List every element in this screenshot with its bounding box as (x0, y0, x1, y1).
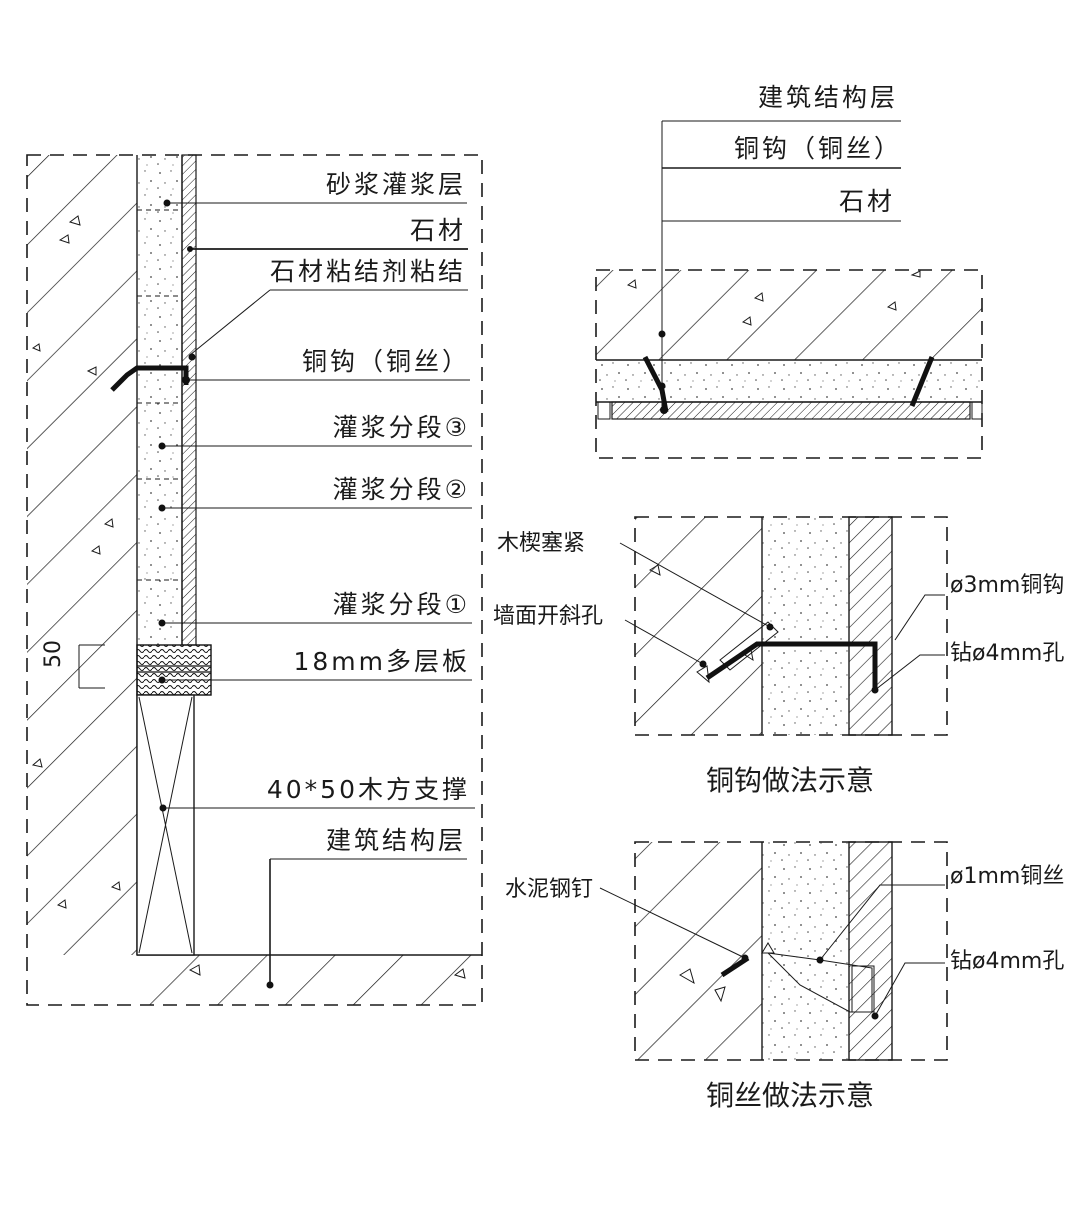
wire-grout (762, 842, 849, 1060)
copper-hook-section (110, 365, 189, 392)
section-leaders (160, 202, 475, 985)
plan-structure (596, 270, 982, 360)
hook-grout (762, 517, 849, 735)
hook-stone (848, 516, 893, 736)
structural-wall (27, 155, 137, 955)
hook-wall (635, 517, 762, 735)
label-grout-segment-3: 灌浆分段③ (333, 413, 470, 442)
hook-detail: 木楔塞紧 墙面开斜孔 ø3mm铜钩 钻ø4mm孔 铜钩做法示意 (493, 516, 1064, 797)
wire-stone (848, 841, 893, 1061)
plan-label-stone: 石材 (839, 187, 895, 216)
wire-detail-caption: 铜丝做法示意 (706, 1079, 874, 1112)
label-plywood: 18mm多层板 (293, 647, 470, 676)
floor-slab (137, 955, 482, 1005)
section-leader-dots (158, 199, 274, 989)
hook-detail-caption: 铜钩做法示意 (706, 764, 874, 797)
wire-detail: 水泥钢钉 ø1mm铜丝 钻ø4mm孔 铜丝做法示意 (505, 841, 1064, 1112)
label-drill-4mm-hole: 钻ø4mm孔 (950, 641, 1064, 666)
label-drill-4mm-hole-2: 钻ø4mm孔 (950, 949, 1064, 974)
label-wood-wedge: 木楔塞紧 (497, 531, 585, 556)
label-copper-hook: 铜钩（铜丝） (302, 347, 470, 376)
plan-label-structure: 建筑结构层 (758, 83, 898, 112)
label-stone-adhesive: 石材粘结剂粘结 (270, 257, 466, 286)
aggregate-marks (31, 215, 466, 979)
copper-hook (705, 641, 878, 690)
plan-stone (611, 401, 971, 420)
label-cement-nail: 水泥钢钉 (505, 877, 593, 902)
label-slanted-hole: 墙面开斜孔 (493, 604, 603, 629)
label-grout-segment-1: 灌浆分段① (333, 590, 470, 619)
label-3mm-copper-hook: ø3mm铜钩 (950, 573, 1064, 598)
label-grout-segment-2: 灌浆分段② (333, 475, 470, 504)
label-stone: 石材 (410, 216, 466, 245)
dimension-value: 50 (41, 640, 66, 668)
label-1mm-copper-wire: ø1mm铜丝 (950, 864, 1064, 889)
stone-panel (181, 154, 197, 646)
dimension-50: 50 (41, 640, 105, 689)
label-structure-layer: 建筑结构层 (326, 826, 466, 855)
wall-section: 50 砂浆灌浆层 石材 (26, 154, 483, 1006)
plan-section: 建筑结构层 铜钩（铜丝） 石材 (595, 83, 983, 459)
plywood-board (136, 644, 212, 696)
label-mortar-layer: 砂浆灌浆层 (326, 170, 466, 199)
label-timber-support: 40*50木方支撑 (267, 775, 470, 804)
plan-label-copper-hook: 铜钩（铜丝） (734, 134, 902, 163)
grout-layer (137, 155, 182, 645)
wire-wall (635, 842, 762, 1060)
